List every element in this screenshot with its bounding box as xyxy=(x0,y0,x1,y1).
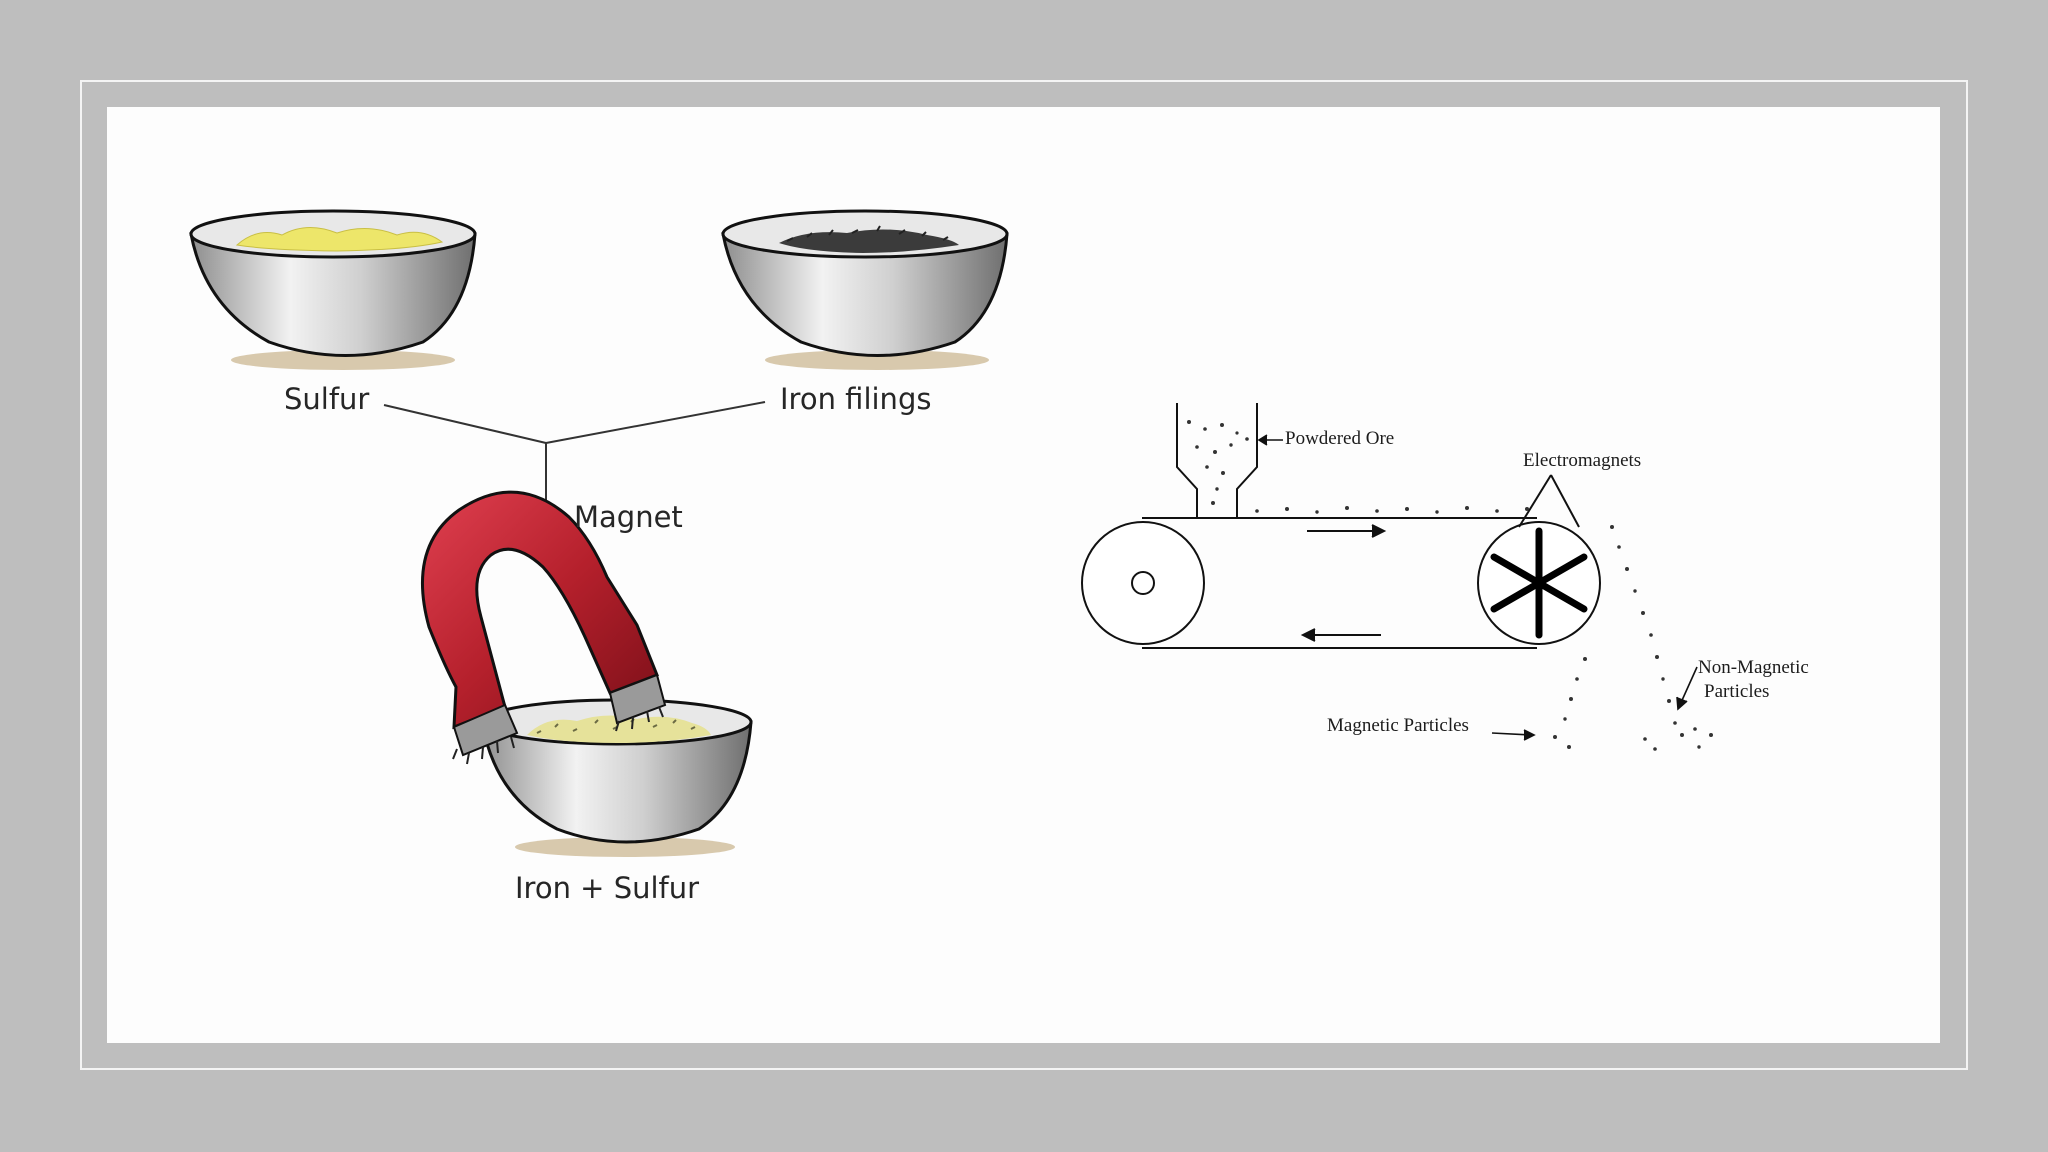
magnetic-particles-label: Magnetic Particles xyxy=(1327,715,1469,736)
iron-filings-label: Iron filings xyxy=(780,382,932,416)
horseshoe-magnet xyxy=(421,490,667,765)
powdered-ore-label: Powdered Ore xyxy=(1285,428,1395,449)
sulfur-label: Sulfur xyxy=(284,382,370,416)
slide-canvas: Sulfur Iron filings Magnet Iron + Sulfur… xyxy=(107,107,1940,1043)
non-magnetic-label-line1: Non-Magnetic xyxy=(1698,657,1809,678)
outer-frame xyxy=(80,80,1968,1070)
iron-sulfur-label: Iron + Sulfur xyxy=(515,871,700,905)
electromagnet-spokes xyxy=(1490,527,1588,639)
magnet-label: Magnet xyxy=(574,500,683,534)
non-magnetic-label-line2: Particles xyxy=(1704,681,1770,702)
diagram-svg xyxy=(189,209,1713,857)
label-arrows xyxy=(1257,434,1698,741)
ore-particles xyxy=(1187,420,1713,751)
bowl-sulfur xyxy=(189,209,477,370)
electromagnets-label: Electromagnets xyxy=(1523,450,1642,471)
bowl-iron-filings xyxy=(721,209,1009,370)
